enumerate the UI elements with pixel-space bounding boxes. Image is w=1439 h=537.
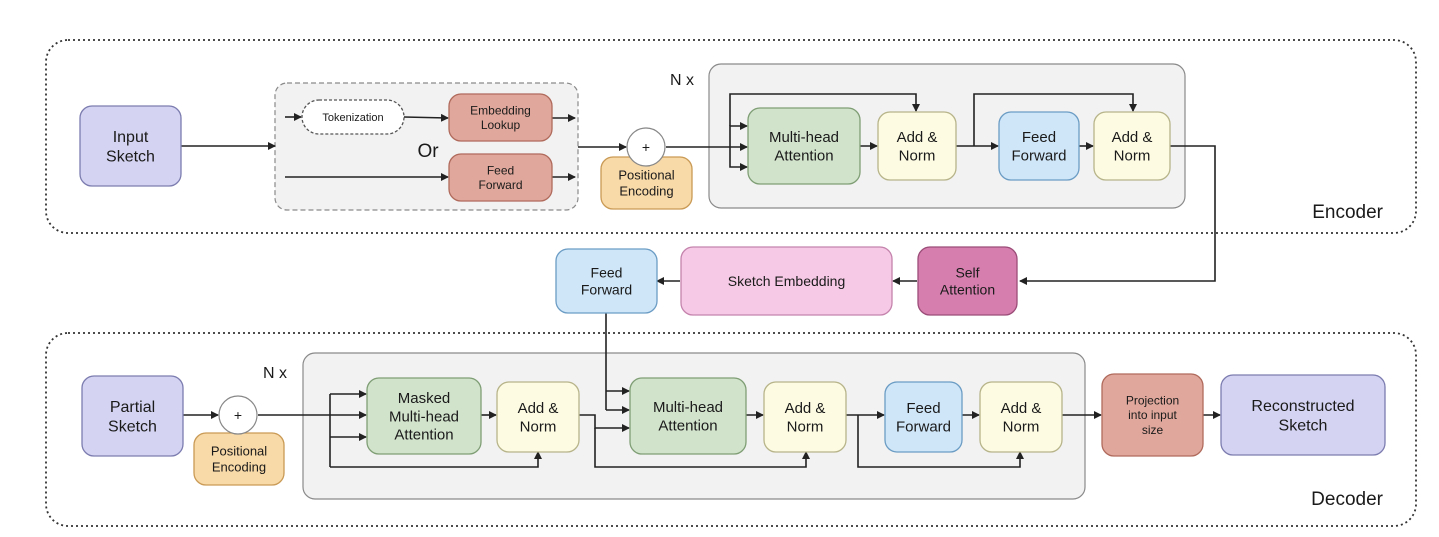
decoder-add-norm-2-node-box: [763, 381, 847, 453]
bridge-feed-forward-node-box: [555, 248, 658, 314]
encoder-group: [45, 39, 1417, 234]
encoder-plus-circle-shape: [626, 127, 666, 167]
encoder-add-norm-1-node-label: Add &Norm: [897, 129, 938, 164]
partial-sketch-node-box: [81, 375, 184, 457]
edge-tokenization-to-embedding: [403, 113, 449, 122]
decoder-add-norm-1-node-box: [496, 381, 580, 453]
edge-encoder-to-self-attention: [1019, 145, 1216, 285]
self-attention-node-box: [917, 246, 1018, 316]
decoder-add-norm-1-node-label: Add &Norm: [518, 400, 559, 435]
decoder-multi-head-attention-node-box: [629, 377, 747, 455]
encoder-repeat-label: N x: [670, 72, 694, 89]
encoder-add-norm-1-node: Add &Norm: [877, 111, 957, 181]
encoder-add-norm-2-node-label: Add &Norm: [1112, 129, 1153, 164]
decoder-add-norm-3-node-label: Add &Norm: [1001, 400, 1042, 435]
edge-addnorm1-to-mha: [579, 414, 630, 432]
edge-residual-1: [729, 93, 920, 126]
edge-plus-to-mha-v: [729, 147, 748, 171]
decoder-repeat-label: N x: [263, 365, 287, 382]
encoder-feed-forward-node-box: [998, 111, 1080, 181]
projection-node-box: [1101, 373, 1204, 457]
sketch-embedding-node-label: Sketch Embedding: [728, 273, 846, 289]
decoder-title: Decoder: [1311, 489, 1383, 510]
tokenization-node-box: [301, 99, 405, 135]
tokenization-node-label: Tokenization: [322, 112, 383, 124]
sketch-embedding-node-box: [680, 246, 893, 316]
decoder-add-norm-2-node-label: Add &Norm: [785, 400, 826, 435]
encoder-add-norm-2-node: Add &Norm: [1093, 111, 1171, 181]
or-label: Or: [417, 141, 439, 162]
edge-residual-dec-1: [330, 451, 542, 468]
encoder-add-norm-2-node-box: [1093, 111, 1171, 181]
encoder-multi-head-attention-node-box: [747, 107, 861, 185]
sketch-embedding-node: Sketch Embedding: [680, 246, 893, 316]
decoder-plus-circle-label: +: [234, 407, 242, 423]
decoder-add-norm-1-node: Add &Norm: [496, 381, 580, 453]
encoder-plus-circle: +: [626, 127, 666, 167]
decoder-add-norm-3-node-box: [979, 381, 1063, 453]
embedding-lookup-node-box: [448, 93, 553, 142]
encoder-title: Encoder: [1312, 202, 1383, 223]
decoder-plus-circle: +: [218, 395, 258, 435]
edges: [181, 93, 1221, 468]
decoder-group: [45, 332, 1417, 527]
edge-residual-2: [973, 93, 1137, 146]
edge-residual-dec-3: [857, 415, 1024, 468]
encoder-plus-circle-label: +: [642, 139, 650, 155]
masked-attention-node-box: [366, 377, 482, 455]
decoder-add-norm-2-node: Add &Norm: [763, 381, 847, 453]
input-sketch-node-box: [79, 105, 182, 187]
reconstructed-sketch-node-box: [1220, 374, 1386, 456]
tokenization-node: Tokenization: [301, 99, 405, 135]
decoder-add-norm-3-node: Add &Norm: [979, 381, 1063, 453]
edge-residual-dec-2: [594, 428, 810, 468]
feed-forward-in-node-box: [448, 153, 553, 202]
decoder-feed-forward-node-box: [884, 381, 963, 453]
decoder-plus-circle-shape: [218, 395, 258, 435]
encoder-add-norm-1-node-box: [877, 111, 957, 181]
